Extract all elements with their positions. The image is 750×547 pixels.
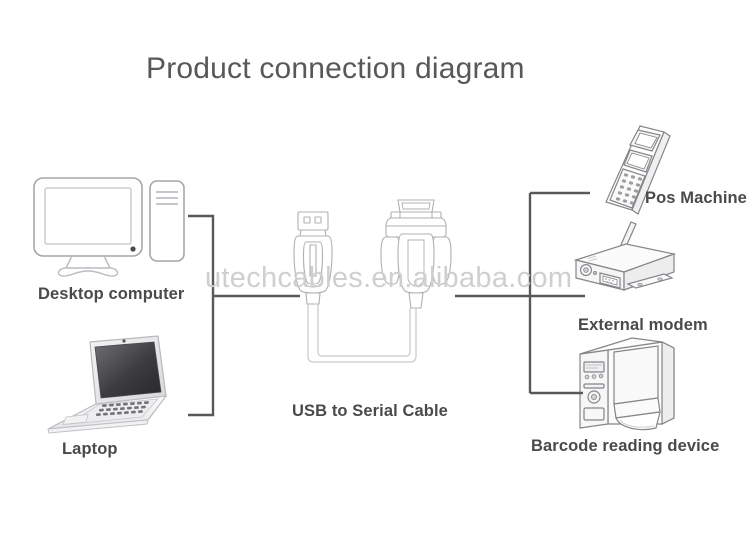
pos-machine-label: Pos Machine <box>645 189 747 207</box>
external-modem-label: External modem <box>578 316 708 334</box>
external-modem-icon <box>562 218 687 310</box>
barcode-printer-icon <box>570 336 690 436</box>
page-title: Product connection diagram <box>146 52 525 85</box>
desktop-computer-label: Desktop computer <box>38 285 185 303</box>
usb-to-serial-cable-label: USB to Serial Cable <box>292 402 448 420</box>
laptop-icon <box>30 334 190 434</box>
pos-machine-icon <box>592 124 702 216</box>
usb-to-serial-cable-icon <box>282 196 462 376</box>
watermark-text: utechcables.en.alibaba.com <box>205 262 573 294</box>
barcode-reading-device-label: Barcode reading device <box>531 437 720 455</box>
desktop-computer-icon <box>28 172 188 287</box>
laptop-label: Laptop <box>62 440 118 458</box>
